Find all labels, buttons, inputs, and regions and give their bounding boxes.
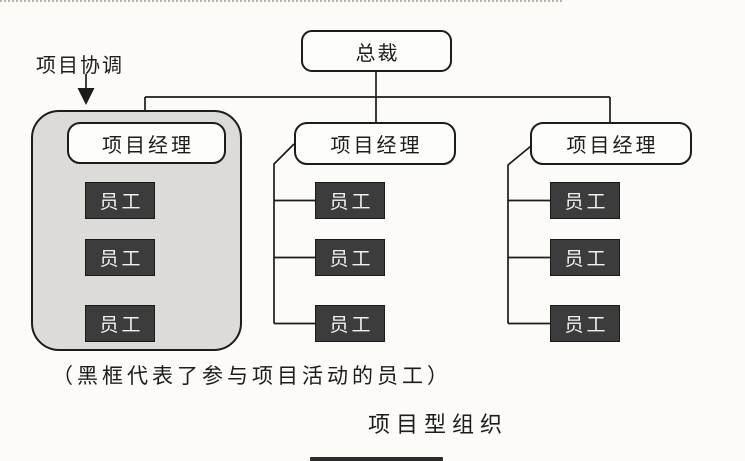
coordination-label: 项目协调 (36, 55, 124, 77)
manager2-employee-spine (273, 143, 315, 325)
employee-box-1-3: 员工 (85, 305, 155, 342)
employee-box-2-1: 员工 (315, 182, 385, 219)
manager-box-2: 项目经理 (294, 122, 456, 165)
employee-box-1-2: 员工 (85, 239, 155, 276)
employee-box-2-2: 员工 (315, 239, 385, 276)
manager-box-1: 项目经理 (67, 122, 226, 164)
employee-box-3-3: 员工 (550, 305, 620, 342)
legend-caption: （黑框代表了参与项目活动的员工） (52, 364, 452, 388)
scan-artifact-line (0, 0, 562, 2)
manager-box-3: 项目经理 (530, 122, 692, 165)
employee-box-3-2: 员工 (550, 239, 620, 276)
president-box: 总裁 (301, 30, 452, 72)
figure-title: 项目型组织 (368, 412, 509, 437)
employee-box-2-3: 员工 (315, 305, 385, 342)
cropped-next-figure-edge (310, 457, 443, 461)
employee-box-3-1: 员工 (550, 182, 620, 219)
manager3-employee-spine (507, 145, 550, 325)
employee-box-1-1: 员工 (85, 182, 155, 219)
coordination-arrow-icon (77, 88, 95, 105)
